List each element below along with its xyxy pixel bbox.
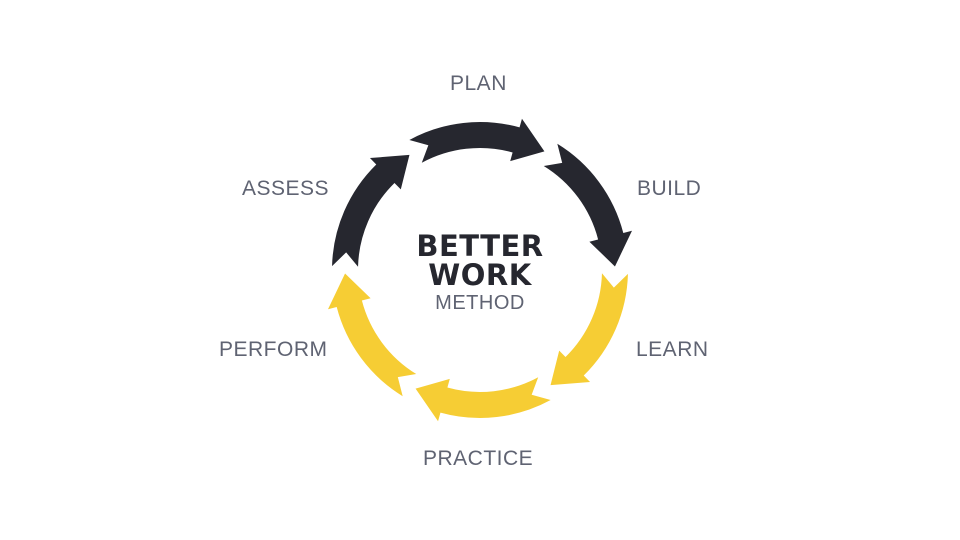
arrow-segment-perform: [328, 273, 417, 397]
arrow-segment-plan: [409, 118, 545, 163]
center-logo: BETTER WORK METHOD: [400, 229, 560, 315]
logo-line-method: METHOD: [435, 292, 525, 314]
arrow-segment-assess: [332, 154, 410, 267]
logo-line-work: WORK: [428, 258, 532, 292]
stage-label-build: BUILD: [637, 177, 702, 200]
stage-label-learn: LEARN: [636, 338, 709, 361]
arrow-segment-learn: [550, 273, 628, 386]
stage-label-assess: ASSESS: [242, 177, 330, 200]
arrow-segment-build: [543, 143, 632, 267]
stage-label-perform: PERFORM: [219, 338, 328, 361]
logo-line-better: BETTER: [416, 229, 544, 263]
arrow-segment-practice: [415, 377, 551, 422]
stage-label-practice: PRACTICE: [423, 447, 534, 470]
stage-label-plan: PLAN: [450, 72, 507, 95]
